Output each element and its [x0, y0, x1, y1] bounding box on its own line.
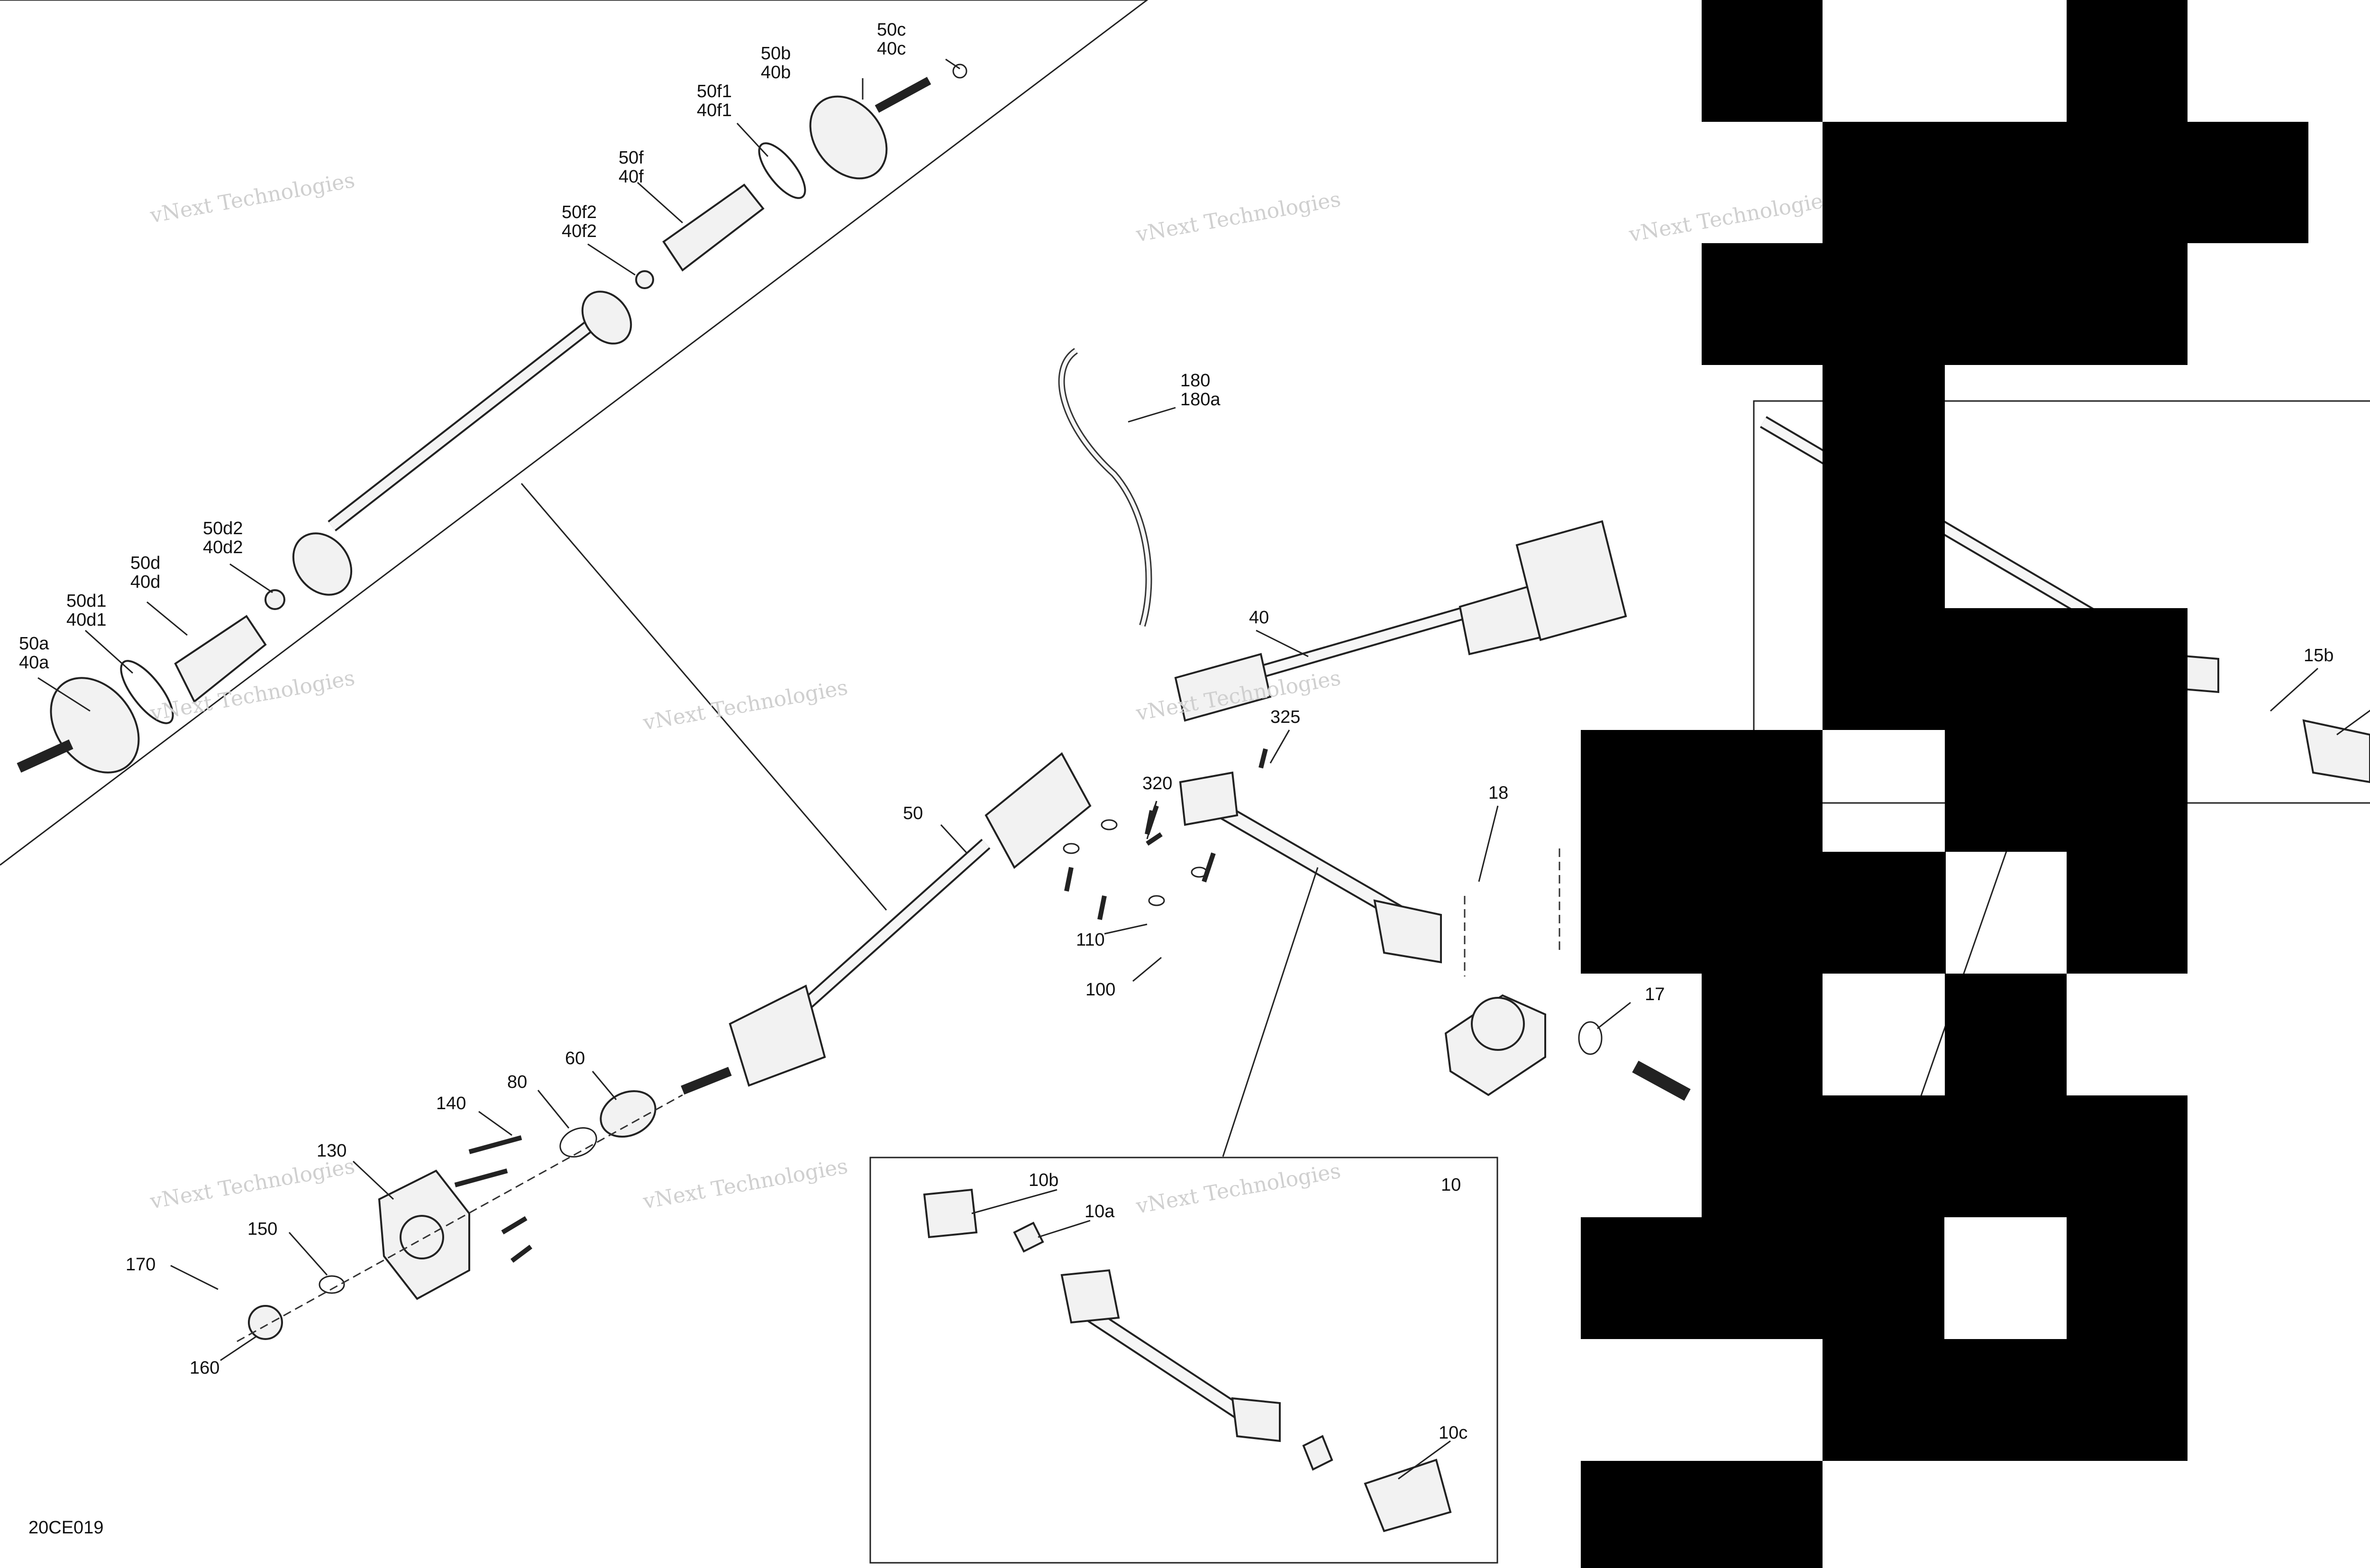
- callout-label: 160: [190, 1358, 219, 1378]
- callout-label: 50d: [130, 553, 160, 573]
- callout-label: 50a: [19, 634, 49, 654]
- callout-label: 50d1: [66, 591, 107, 611]
- callout-label: 40d1: [66, 610, 107, 630]
- leader-lines: [37, 58, 2370, 1480]
- callout-label: 40f2: [562, 221, 597, 241]
- callout-label: 10: [1441, 1175, 1461, 1195]
- callout-label: 50f1: [697, 82, 732, 101]
- cv-joint-inset: [0, 0, 1149, 911]
- callout-label: 40f1: [697, 100, 732, 120]
- callout-label: 17: [1645, 985, 1665, 1004]
- watermark: vNext Technologies: [148, 1154, 356, 1214]
- callout-label: 320: [1142, 774, 1172, 793]
- watermark: vNext Technologies: [1134, 1159, 1342, 1219]
- callout-label: 40f: [619, 167, 644, 187]
- callout-label: 50d2: [203, 519, 243, 538]
- watermark: vNext Technologies: [148, 168, 356, 228]
- callout-label: 170: [126, 1255, 155, 1275]
- redaction-mask: [1581, 0, 2308, 1568]
- callout-label: 110: [1076, 930, 1105, 950]
- callout-label: 40d: [130, 572, 160, 592]
- callout-label: 50b: [761, 44, 791, 64]
- callout-label: 180: [1180, 371, 1210, 391]
- callout-label: 140: [436, 1094, 466, 1113]
- callout-label: 50f2: [562, 202, 597, 222]
- lower-inset: [869, 867, 1498, 1564]
- callout-label: 130: [317, 1141, 346, 1161]
- callout-label: 10b: [1029, 1170, 1058, 1190]
- callout-label: 18: [1488, 783, 1508, 803]
- callout-label: 40d2: [203, 538, 243, 557]
- callout-label: 100: [1085, 980, 1115, 1000]
- callout-label: 10a: [1085, 1202, 1115, 1222]
- diagram-code: 20CE019: [28, 1518, 103, 1538]
- callout-label: 40: [1249, 608, 1269, 628]
- watermark: vNext Technologies: [1134, 187, 1342, 247]
- watermark: vNext Technologies: [641, 1154, 849, 1214]
- callout-label: 15b: [2304, 646, 2334, 665]
- callout-label: 325: [1270, 707, 1300, 727]
- callout-label: 10c: [1439, 1423, 1468, 1443]
- callout-label: 40b: [761, 63, 791, 82]
- callout-label: 150: [247, 1219, 277, 1239]
- watermark: vNext Technologies: [641, 675, 849, 735]
- main-driveshafts: [237, 348, 1691, 1342]
- callout-label: 180a: [1180, 390, 1221, 410]
- callout-labels: 50c 40c 50b 40b 50f1 40f1 50f 40f 50f2 4…: [19, 20, 2334, 1538]
- callout-label: 50f: [619, 148, 644, 168]
- callout-label: 80: [507, 1072, 527, 1092]
- watermarks: vNext Technologies vNext Technologies vN…: [148, 168, 1835, 1219]
- callout-label: 60: [565, 1048, 585, 1068]
- watermark: vNext Technologies: [1627, 187, 1835, 247]
- callout-label: 50c: [877, 20, 906, 40]
- callout-label: 40c: [877, 39, 906, 59]
- callout-label: 50: [903, 803, 923, 823]
- callout-label: 40a: [19, 653, 49, 673]
